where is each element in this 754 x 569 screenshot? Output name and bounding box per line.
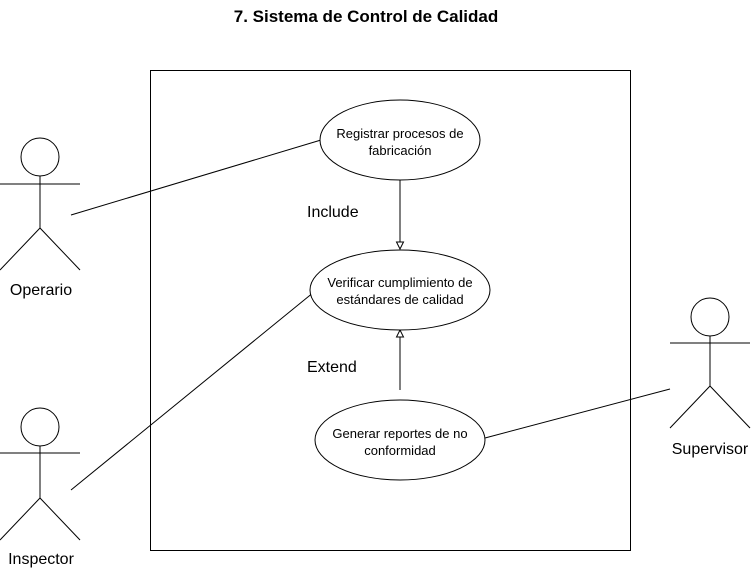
- actor-leg-right: [39, 497, 81, 541]
- use-case-ellipse: [314, 399, 486, 481]
- actor-leg-left: [0, 497, 41, 541]
- use-case-label-line1: Generar reportes de no: [332, 426, 467, 441]
- actor-label-supervisor: Supervisor: [672, 441, 749, 458]
- actor-head: [20, 137, 60, 177]
- system-boundary: [150, 70, 631, 551]
- use-case-ellipse: [309, 249, 491, 331]
- extend-label: Extend: [307, 359, 357, 376]
- use-case-label-line1: Registrar procesos de: [336, 126, 463, 141]
- extend-arrowhead: [395, 328, 405, 338]
- actor-leg-left: [0, 227, 41, 271]
- use-case-generar-reportes[interactable]: Generar reportes de no conformidad: [314, 399, 486, 481]
- actor-leg-left: [669, 385, 711, 429]
- use-case-ellipse: [319, 99, 481, 181]
- actor-operario[interactable]: [0, 137, 81, 271]
- use-case-verificar-cumplimiento[interactable]: Verificar cumplimiento de estándares de …: [309, 249, 491, 331]
- actor-leg-right: [709, 385, 751, 429]
- use-case-label-line1: Verificar cumplimiento de: [327, 275, 472, 290]
- association-inspector-verificar: [70, 291, 315, 491]
- use-case-registrar-procesos[interactable]: Registrar procesos de fabricación: [319, 99, 481, 181]
- use-case-label-line2: fabricación: [369, 143, 432, 158]
- use-case-label-line2: estándares de calidad: [336, 292, 463, 307]
- include-label: Include: [307, 204, 359, 221]
- actor-head: [20, 407, 60, 447]
- actor-supervisor[interactable]: [669, 297, 751, 429]
- actor-label-inspector: Inspector: [8, 551, 74, 568]
- association-operario-registrar: [70, 139, 322, 216]
- diagram-title: 7. Sistema de Control de Calidad: [234, 7, 499, 26]
- actor-inspector[interactable]: [0, 407, 81, 541]
- include-arrowhead: [395, 241, 405, 251]
- actor-label-operario: Operario: [10, 282, 72, 299]
- use-case-label-line2: conformidad: [364, 443, 436, 458]
- actor-head: [690, 297, 730, 337]
- association-supervisor-generar: [484, 388, 671, 439]
- actor-leg-right: [39, 227, 81, 271]
